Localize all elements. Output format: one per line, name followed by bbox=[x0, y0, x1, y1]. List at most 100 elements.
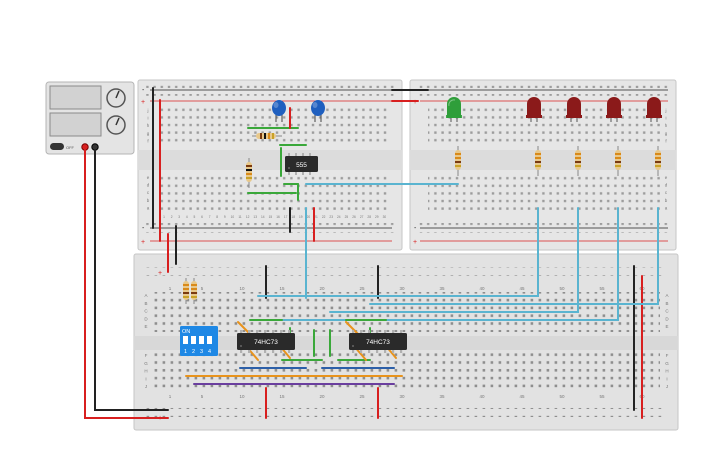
blue-output-wire[interactable] bbox=[369, 207, 659, 305]
column-number: 8 bbox=[216, 215, 218, 219]
resistor[interactable] bbox=[455, 146, 461, 176]
resistor[interactable] bbox=[183, 278, 189, 304]
rail-plus-sign: + bbox=[141, 99, 145, 106]
led-green[interactable] bbox=[446, 97, 462, 122]
dip-toggle[interactable] bbox=[199, 336, 204, 344]
row-letter: d bbox=[147, 183, 150, 188]
row-letter: D bbox=[144, 316, 148, 321]
chip-pin bbox=[256, 350, 259, 353]
row-letter: e bbox=[665, 175, 668, 180]
led-red[interactable] bbox=[646, 97, 662, 122]
led-red[interactable] bbox=[606, 97, 622, 122]
chip-pin bbox=[392, 350, 395, 353]
chip-pin bbox=[248, 330, 251, 333]
capacitor[interactable] bbox=[311, 100, 325, 122]
chip-label: 555 bbox=[296, 162, 307, 169]
column-number: 29 bbox=[375, 215, 379, 219]
row-letter: b bbox=[665, 198, 668, 203]
column-number: 24 bbox=[337, 215, 341, 219]
dip-switch[interactable]: ON 1 2 3 4 bbox=[180, 326, 218, 356]
row-letter: i bbox=[148, 116, 149, 121]
red-supply-wire[interactable] bbox=[84, 149, 169, 419]
capacitor[interactable] bbox=[272, 100, 286, 122]
column-number: 55 bbox=[599, 394, 605, 399]
chip-pin bbox=[376, 350, 379, 353]
column-number: 5 bbox=[201, 394, 204, 399]
orange-jumper-wire[interactable] bbox=[345, 321, 359, 335]
chip-pin bbox=[360, 350, 363, 353]
chip-pin bbox=[376, 330, 379, 333]
row-letter: J bbox=[145, 384, 147, 389]
chip-pin bbox=[392, 330, 395, 333]
flip-flop-74hc73-chip[interactable]: 74HC73 bbox=[349, 330, 407, 353]
resistor[interactable] bbox=[246, 158, 252, 188]
dip-number: 1 bbox=[184, 349, 187, 355]
chip-label: 74HC73 bbox=[366, 339, 390, 346]
chip-pin bbox=[240, 330, 243, 333]
row-letter: g bbox=[665, 131, 668, 136]
row-letter: B bbox=[665, 301, 668, 306]
column-number: 1 bbox=[163, 215, 165, 219]
column-number: 1 bbox=[169, 286, 172, 291]
row-letter: h bbox=[147, 123, 150, 128]
led-red[interactable] bbox=[566, 97, 582, 122]
column-number: 30 bbox=[399, 286, 405, 291]
column-number: 28 bbox=[367, 215, 371, 219]
column-number: 1 bbox=[169, 394, 172, 399]
dip-toggle[interactable] bbox=[183, 336, 188, 344]
row-letter: F bbox=[666, 353, 669, 358]
black-supply-wire[interactable] bbox=[94, 149, 169, 411]
column-number: 2 bbox=[171, 215, 173, 219]
row-letter: H bbox=[144, 369, 147, 374]
flip-flop-74hc73-chip[interactable]: 74HC73 bbox=[237, 330, 295, 353]
chip-pin bbox=[384, 350, 387, 353]
row-letter: I bbox=[666, 376, 667, 381]
led-red[interactable] bbox=[526, 97, 542, 122]
row-letter: F bbox=[145, 353, 148, 358]
column-number: 10 bbox=[239, 394, 245, 399]
column-number: 27 bbox=[360, 215, 364, 219]
column-number: 45 bbox=[519, 394, 525, 399]
blue-output-wire[interactable] bbox=[329, 207, 579, 313]
power-switch[interactable] bbox=[50, 143, 64, 150]
blue-output-wire[interactable] bbox=[257, 207, 539, 297]
column-number: 4 bbox=[186, 215, 188, 219]
timer-555-chip[interactable]: 555 bbox=[285, 153, 318, 175]
row-letter: i bbox=[666, 116, 667, 121]
column-number: 30 bbox=[399, 394, 405, 399]
column-number: 14 bbox=[261, 215, 265, 219]
voltage-display bbox=[49, 85, 102, 110]
column-number: 20 bbox=[307, 215, 311, 219]
dip-toggle[interactable] bbox=[191, 336, 196, 344]
rail-minus-sign: - bbox=[142, 225, 145, 232]
resistor[interactable] bbox=[191, 278, 197, 304]
column-number: 10 bbox=[231, 215, 235, 219]
column-number: 25 bbox=[345, 215, 349, 219]
row-letter: G bbox=[144, 361, 148, 366]
column-number: 13 bbox=[253, 215, 257, 219]
column-number: 5 bbox=[194, 215, 196, 219]
chip-pin bbox=[280, 350, 283, 353]
column-number: 30 bbox=[383, 215, 387, 219]
row-letter: J bbox=[666, 384, 668, 389]
resistor[interactable] bbox=[615, 146, 621, 176]
row-letter: H bbox=[665, 369, 668, 374]
resistor[interactable] bbox=[575, 146, 581, 176]
chip-pin bbox=[280, 330, 283, 333]
resistor[interactable] bbox=[655, 146, 661, 176]
row-letter: f bbox=[147, 138, 149, 143]
row-letter: g bbox=[147, 131, 150, 136]
row-letter: e bbox=[147, 175, 150, 180]
column-number: 9 bbox=[224, 215, 226, 219]
dip-toggle[interactable] bbox=[207, 336, 212, 344]
column-number: 45 bbox=[519, 286, 525, 291]
resistor[interactable] bbox=[252, 133, 282, 139]
column-number: 15 bbox=[279, 394, 285, 399]
row-letter: D bbox=[665, 316, 669, 321]
resistor[interactable] bbox=[535, 146, 541, 176]
power-supply[interactable]: OFF bbox=[45, 81, 135, 155]
rail-plus-sign: + bbox=[413, 239, 417, 246]
